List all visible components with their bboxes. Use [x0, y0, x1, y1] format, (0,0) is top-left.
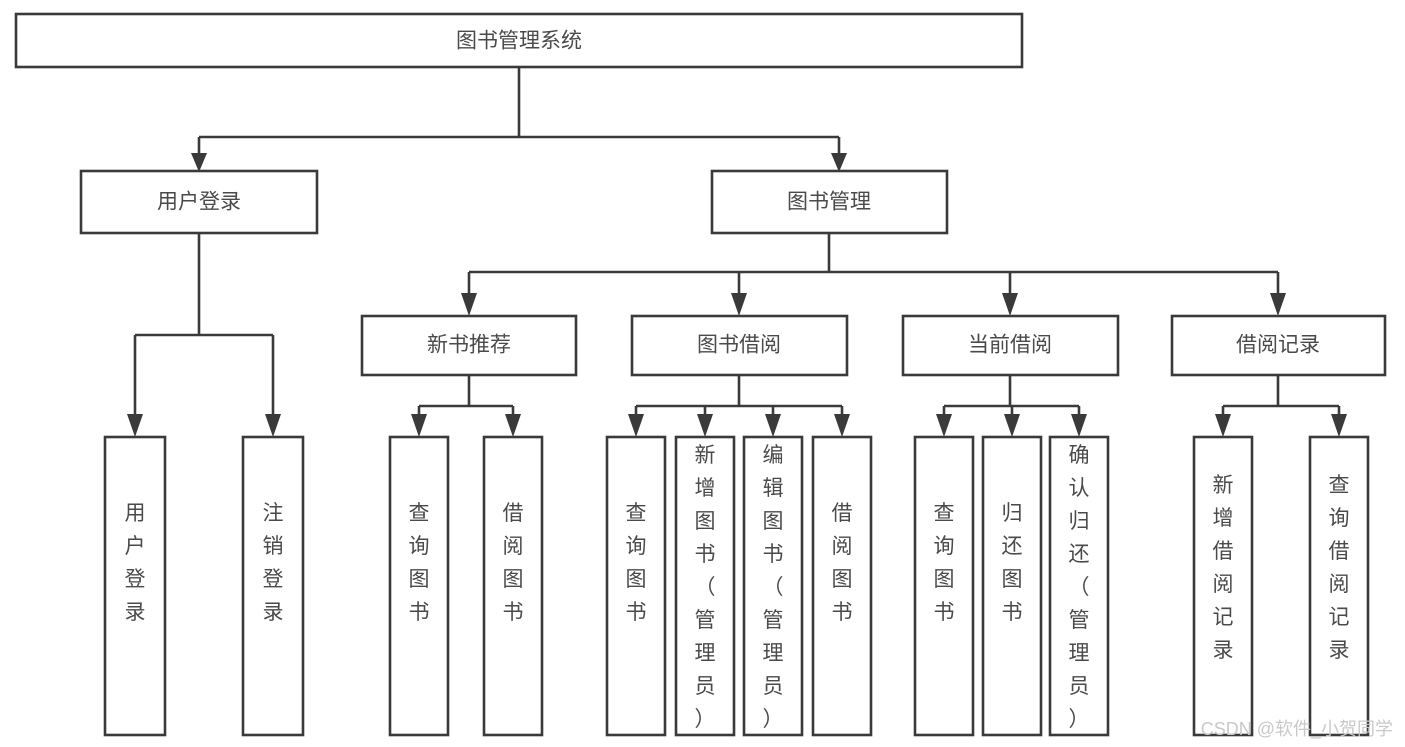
- node-leaf-query-book-borrow-label: 查询图书: [626, 502, 647, 624]
- connector-book-management-branch: [467, 233, 1280, 297]
- node-new-book-recommend-label: 新书推荐: [427, 334, 511, 357]
- arrowhead-leaf-query-borrow-record: [1331, 414, 1347, 437]
- node-leaf-edit-book-admin-box[interactable]: [742, 435, 804, 737]
- node-leaf-edit-book-admin[interactable]: 编辑图书（管理员）: [742, 435, 804, 737]
- node-leaf-return-book[interactable]: 归还图书: [981, 435, 1043, 737]
- arrowhead-borrow-record: [1270, 293, 1286, 316]
- node-borrow-record-box[interactable]: [1170, 314, 1387, 377]
- node-leaf-confirm-return-admin-box[interactable]: [1048, 435, 1110, 737]
- arrowhead-current-borrow: [1002, 293, 1018, 316]
- node-current-borrow-label: 当前借阅: [968, 334, 1052, 357]
- node-book-management[interactable]: 图书管理: [710, 169, 949, 235]
- node-borrow-record-label: 借阅记录: [1236, 334, 1320, 357]
- node-leaf-query-borrow-record-box[interactable]: [1308, 435, 1370, 737]
- node-leaf-query-borrow-record-label: 查询借阅记录: [1329, 474, 1350, 662]
- arrowhead-leaf-borrow-book: [834, 414, 850, 437]
- node-leaf-return-book-box[interactable]: [981, 435, 1043, 737]
- arrowhead-new-book-recommend: [461, 293, 477, 316]
- arrowhead-leaf-add-book-admin: [697, 414, 713, 437]
- node-leaf-query-book-borrow-box[interactable]: [605, 435, 667, 737]
- arrowhead-book-borrow: [731, 293, 747, 316]
- connector-user-login-branch: [133, 233, 275, 418]
- connector-new-book-recommend-branch: [417, 375, 515, 418]
- node-leaf-borrow-book-recommend-box[interactable]: [482, 435, 544, 737]
- arrowhead-leaf-add-borrow-record: [1215, 414, 1231, 437]
- connector-root-trunk: [197, 67, 841, 157]
- node-leaf-query-book-recommend-label: 查询图书: [409, 502, 430, 624]
- node-leaf-user-logout[interactable]: 注销登录: [241, 435, 305, 737]
- node-user-login[interactable]: 用户登录: [79, 169, 319, 235]
- arrowhead-user-login: [191, 153, 207, 172]
- node-leaf-borrow-book-label: 借阅图书: [832, 502, 853, 624]
- node-leaf-borrow-book-recommend[interactable]: 借阅图书: [482, 435, 544, 737]
- node-user-login-label: 用户登录: [157, 191, 241, 214]
- node-leaf-return-book-label: 归还图书: [1002, 502, 1023, 624]
- node-root[interactable]: 图书管理系统: [14, 12, 1024, 69]
- node-root-label: 图书管理系统: [456, 30, 582, 53]
- node-user-login-box[interactable]: [79, 169, 319, 235]
- node-book-management-label: 图书管理: [787, 191, 871, 214]
- node-leaf-add-book-admin-box[interactable]: [674, 435, 736, 737]
- arrowhead-leaf-user-login: [127, 414, 143, 437]
- node-leaf-query-book-borrow[interactable]: 查询图书: [605, 435, 667, 737]
- arrowhead-book-management: [831, 153, 847, 172]
- node-book-borrow[interactable]: 图书借阅: [630, 314, 849, 377]
- node-new-book-recommend-box[interactable]: [360, 314, 578, 377]
- connector-borrow-record-branch: [1221, 375, 1341, 418]
- node-leaf-query-book-recommend-box[interactable]: [388, 435, 450, 737]
- node-leaf-confirm-return-admin[interactable]: 确认归还（管理员）: [1048, 435, 1110, 737]
- node-current-borrow[interactable]: 当前借阅: [901, 314, 1120, 377]
- node-root-box[interactable]: [14, 12, 1024, 69]
- arrowhead-leaf-confirm-return-admin: [1071, 414, 1087, 437]
- node-leaf-user-logout-box[interactable]: [241, 435, 305, 737]
- csdn-watermark: CSDN @软件_小贺同学: [1200, 719, 1393, 739]
- arrowhead-leaf-user-logout: [265, 414, 281, 437]
- node-leaf-query-book-current-box[interactable]: [913, 435, 975, 737]
- node-leaf-query-book-current-label: 查询图书: [934, 502, 955, 624]
- node-leaf-user-login-label: 用户登录: [125, 502, 146, 624]
- node-leaf-add-borrow-record[interactable]: 新增借阅记录: [1192, 435, 1254, 737]
- node-book-borrow-label: 图书借阅: [697, 334, 781, 357]
- node-leaf-borrow-book-recommend-label: 借阅图书: [503, 502, 524, 624]
- connector-book-borrow-branch: [634, 375, 844, 418]
- node-leaf-add-book-admin-label: 新增图书（管理员）: [695, 444, 716, 731]
- node-book-management-box[interactable]: [710, 169, 949, 235]
- node-leaf-user-login[interactable]: 用户登录: [103, 435, 167, 737]
- node-current-borrow-box[interactable]: [901, 314, 1120, 377]
- arrowhead-leaf-query-book-recommend: [411, 414, 427, 437]
- node-leaf-user-login-box[interactable]: [103, 435, 167, 737]
- connectors: [127, 67, 1347, 437]
- node-leaf-add-borrow-record-label: 新增借阅记录: [1213, 474, 1234, 662]
- node-leaf-user-logout-label: 注销登录: [263, 502, 284, 624]
- arrowhead-leaf-query-book-borrow: [628, 414, 644, 437]
- arrowhead-leaf-edit-book-admin: [765, 414, 781, 437]
- node-leaf-query-book-recommend[interactable]: 查询图书: [388, 435, 450, 737]
- arrowhead-leaf-query-book-current: [936, 414, 952, 437]
- node-book-borrow-box[interactable]: [630, 314, 849, 377]
- connector-current-borrow-branch: [942, 375, 1081, 418]
- node-leaf-edit-book-admin-label: 编辑图书（管理员）: [763, 444, 784, 731]
- arrowhead-leaf-return-book: [1004, 414, 1020, 437]
- node-leaf-add-book-admin[interactable]: 新增图书（管理员）: [674, 435, 736, 737]
- node-new-book-recommend[interactable]: 新书推荐: [360, 314, 578, 377]
- node-leaf-add-borrow-record-box[interactable]: [1192, 435, 1254, 737]
- node-leaf-confirm-return-admin-label: 确认归还（管理员）: [1069, 444, 1090, 731]
- node-leaf-query-borrow-record[interactable]: 查询借阅记录: [1308, 435, 1370, 737]
- node-leaf-query-book-current[interactable]: 查询图书: [913, 435, 975, 737]
- arrowhead-leaf-borrow-book-recommend: [505, 414, 521, 437]
- node-leaf-borrow-book-box[interactable]: [811, 435, 873, 737]
- node-leaf-borrow-book[interactable]: 借阅图书: [811, 435, 873, 737]
- node-borrow-record[interactable]: 借阅记录: [1170, 314, 1387, 377]
